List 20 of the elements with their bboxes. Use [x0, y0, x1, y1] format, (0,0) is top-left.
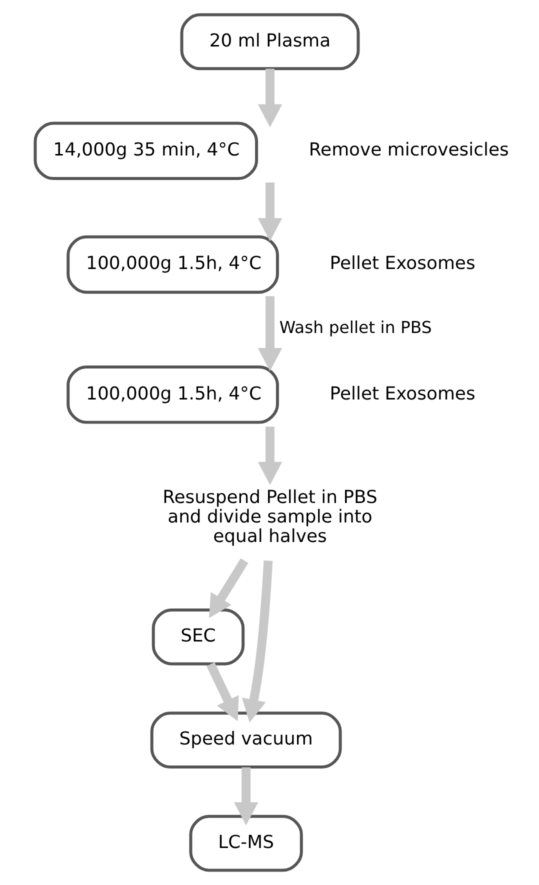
- arrow: [257, 296, 282, 372]
- arrow: [206, 662, 238, 722]
- arrow: [233, 767, 258, 826]
- arrow: [208, 558, 248, 618]
- node-box: SEC: [151, 608, 244, 666]
- node-box: 14,000g 35 min, 4°C: [33, 122, 258, 180]
- arrow: [257, 426, 282, 486]
- node-label: Pellet Exosomes: [329, 253, 475, 274]
- node-box: 100,000g 1.5h, 4°C: [66, 365, 278, 424]
- node-label: Remove microvesicles: [308, 140, 508, 161]
- node-box: Speed vacuum: [150, 712, 342, 768]
- edge-label: Wash pellet in PBS: [278, 318, 432, 338]
- node-box: 20 ml Plasma: [180, 13, 360, 70]
- node-text: Resuspend Pellet in PBS and divide sample into equal halves: [162, 487, 377, 548]
- arrow: [257, 68, 282, 128]
- arrow: [257, 182, 282, 242]
- node-box: LC-MS: [188, 814, 302, 872]
- node-box: 100,000g 1.5h, 4°C: [66, 235, 278, 294]
- node-label: Pellet Exosomes: [329, 383, 475, 404]
- arrow: [241, 560, 272, 723]
